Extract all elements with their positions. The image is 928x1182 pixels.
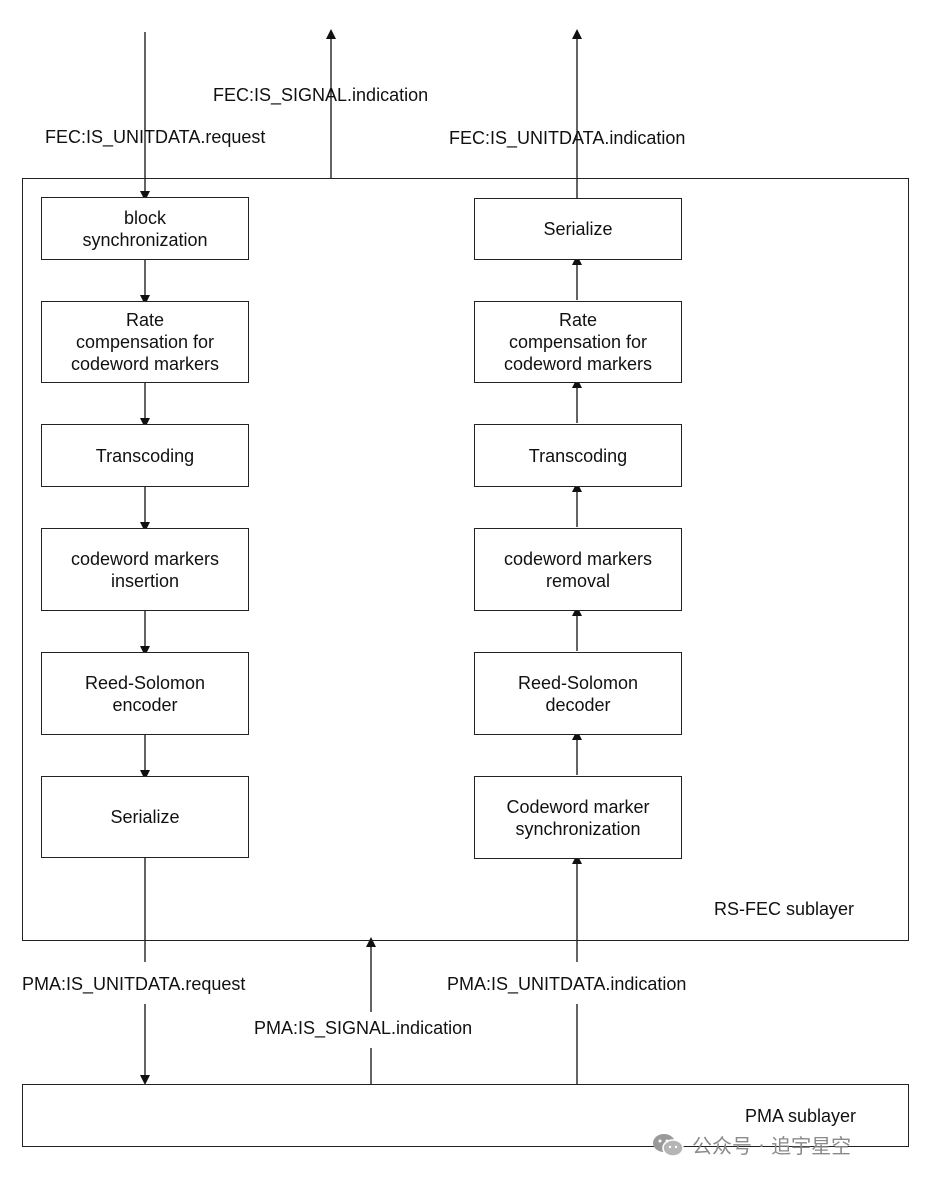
tx-rate-compensation-label: Rate compensation for codeword markers [70, 310, 220, 374]
rs-fec-sublayer-label: RS-FEC sublayer [714, 899, 855, 919]
tx-transcoding-box: Transcoding [41, 424, 249, 487]
pma-unitdata-indication-label: PMA:IS_UNITDATA.indication [447, 974, 687, 994]
rs-fec-sublayer-frame [22, 178, 909, 941]
tx-serialize-box: Serialize [41, 776, 249, 858]
rx-rate-compensation-label: Rate compensation for codeword markers [503, 310, 653, 374]
tx-marker-insertion-box: codeword markers insertion [41, 528, 249, 611]
rx-rate-compensation-box: Rate compensation for codeword markers [474, 301, 682, 383]
rx-marker-sync-box: Codeword marker synchronization [474, 776, 682, 859]
watermark-text: 公众号 · 追宇星空 [692, 1134, 852, 1158]
tx-rate-compensation-box: Rate compensation for codeword markers [41, 301, 249, 383]
rx-transcoding-label: Transcoding [528, 445, 628, 466]
fec-unitdata-request-label: FEC:IS_UNITDATA.request [45, 127, 266, 147]
rx-marker-removal-label: codeword markers removal [503, 548, 653, 591]
watermark: 公众号 · 追宇星空 [652, 1130, 851, 1159]
tx-serialize-label: Serialize [110, 807, 180, 827]
rx-rs-decoder-label: Reed-Solomon decoder [517, 672, 639, 715]
rx-serialize-box: Serialize [474, 198, 682, 260]
rx-transcoding-box: Transcoding [474, 424, 682, 487]
pma-signal-indication-label: PMA:IS_SIGNAL.indication [254, 1018, 473, 1038]
tx-rs-encoder-box: Reed-Solomon encoder [41, 652, 249, 735]
tx-transcoding-label: Transcoding [95, 445, 195, 466]
tx-block-sync-box: block synchronization [41, 197, 249, 260]
rx-marker-sync-label: Codeword marker synchronization [506, 796, 650, 839]
pma-unitdata-request-label: PMA:IS_UNITDATA.request [22, 974, 246, 994]
pma-sublayer-label: PMA sublayer [745, 1106, 857, 1126]
tx-marker-insertion-label: codeword markers insertion [70, 548, 220, 591]
fec-unitdata-indication-label: FEC:IS_UNITDATA.indication [449, 128, 686, 148]
rx-rs-decoder-box: Reed-Solomon decoder [474, 652, 682, 735]
tx-rs-encoder-label: Reed-Solomon encoder [84, 672, 206, 715]
pma-sublayer-frame [22, 1084, 909, 1147]
wechat-icon [652, 1133, 684, 1157]
fec-signal-indication-label: FEC:IS_SIGNAL.indication [213, 85, 429, 105]
rx-marker-removal-box: codeword markers removal [474, 528, 682, 611]
rx-serialize-label: Serialize [543, 219, 613, 239]
tx-block-sync-label: block synchronization [82, 207, 208, 250]
